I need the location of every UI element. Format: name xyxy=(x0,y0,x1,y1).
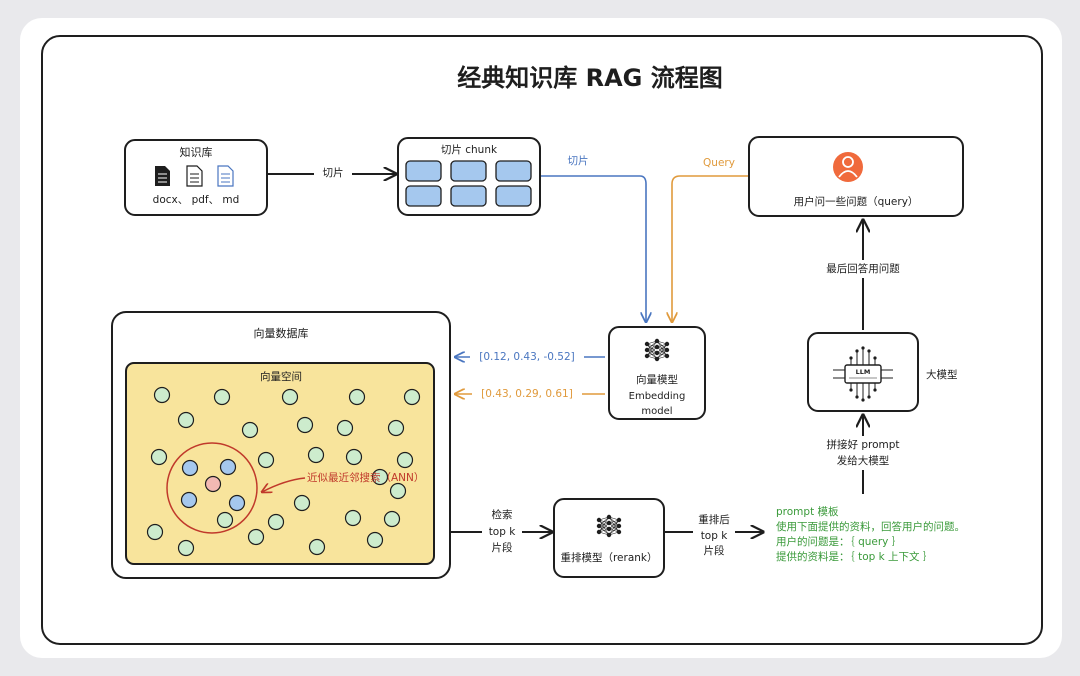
chunk-cell xyxy=(495,185,532,207)
vector-node xyxy=(345,448,363,466)
vector-node xyxy=(383,510,401,528)
vector-node xyxy=(216,511,234,529)
embedding-model-label: 向量模型 xyxy=(636,373,678,386)
rerank-model-label: 重排模型（rerank） xyxy=(560,551,657,564)
edge-label-chunk-to-embedding: 切片 xyxy=(568,154,589,167)
edge-label-rerank-to-prompt-1: 重排后 xyxy=(698,513,730,526)
vector-node-neighbor xyxy=(228,494,246,512)
vector-node xyxy=(296,416,314,434)
pdf-file-icon xyxy=(186,165,203,187)
llm-label: 大模型 xyxy=(926,368,958,381)
knowledge-base-formats: docx、 pdf、 md xyxy=(153,194,240,206)
ann-label: 近似最近邻搜索（ANN） xyxy=(307,471,424,484)
edge-label-rerank-to-prompt-2: top k xyxy=(701,530,729,542)
embedding-model-sub1: Embedding xyxy=(629,391,686,402)
vector-node xyxy=(308,538,326,556)
vector-node-group xyxy=(146,386,421,557)
user-question-box: 用户问一些问题（query） xyxy=(748,136,964,217)
vector-node-neighbor xyxy=(181,459,199,477)
vector-space-area xyxy=(125,362,435,565)
vector-node-neighbor xyxy=(219,458,237,476)
user-avatar-icon xyxy=(833,152,863,182)
edge-label-prompt-to-llm-2: 发给大模型 xyxy=(837,454,890,467)
knowledge-base-label: 知识库 xyxy=(180,145,213,159)
arrow-chunk-to-embedding xyxy=(541,175,646,322)
vector-node xyxy=(389,482,407,500)
vector-database-box: 向量数据库 向量空间 近似最近邻搜索（ANN） xyxy=(111,311,451,579)
chunk-box: 切片 chunk xyxy=(397,137,541,216)
vector-node xyxy=(348,388,366,406)
vector-node xyxy=(281,388,299,406)
prompt-template-line-2: 用户的问题是：｛ query ｝ xyxy=(776,535,902,548)
vector-database-label: 向量数据库 xyxy=(254,326,309,340)
vector-node xyxy=(177,411,195,429)
ann-search-circle xyxy=(166,442,258,534)
chunk-cell-grid xyxy=(405,160,532,207)
vector-node xyxy=(257,451,275,469)
md-file-icon xyxy=(217,165,234,187)
arrow-query-to-embedding xyxy=(672,175,748,322)
vector-node xyxy=(293,494,311,512)
vector-node xyxy=(153,386,171,404)
vector-node xyxy=(403,388,421,406)
knowledge-base-box: 知识库 docx、 pdf、 md xyxy=(124,139,268,216)
ann-pointer-arrow xyxy=(262,477,306,492)
user-question-label: 用户问一些问题（query） xyxy=(794,195,919,208)
vector-node xyxy=(387,419,405,437)
chunk-cell xyxy=(450,160,487,182)
neural-network-icon xyxy=(644,338,670,362)
vector-node xyxy=(247,528,265,546)
prompt-template-title: prompt 模板 xyxy=(776,505,839,518)
vector-node xyxy=(213,388,231,406)
vector-node xyxy=(344,509,362,527)
docx-file-icon xyxy=(155,166,170,186)
vector-blue-value: [0.12, 0.43, -0.52] xyxy=(479,351,574,363)
llm-chip-icon: LLM xyxy=(833,346,893,402)
embedding-model-sub2: model xyxy=(641,406,672,417)
chunk-cell xyxy=(450,185,487,207)
vector-node xyxy=(267,513,285,531)
vector-node xyxy=(396,451,414,469)
vector-space-label: 向量空间 xyxy=(260,370,302,383)
edge-label-llm-to-user: 最后回答用问题 xyxy=(826,262,900,275)
neural-network-icon xyxy=(596,514,622,538)
vector-node xyxy=(146,523,164,541)
llm-chip-label: LLM xyxy=(856,368,871,376)
vector-node xyxy=(307,446,325,464)
vector-orange-value: [0.43, 0.29, 0.61] xyxy=(481,388,573,400)
rerank-model-box: 重排模型（rerank） xyxy=(553,498,665,578)
edge-label-kb-to-chunk: 切片 xyxy=(323,166,344,179)
edge-label-db-to-rerank-1: 检索 xyxy=(492,508,513,521)
llm-box: LLM xyxy=(807,332,919,412)
chunk-box-label: 切片 chunk xyxy=(441,143,498,156)
page-title: 经典知识库 RAG 流程图 xyxy=(457,64,722,92)
vector-node xyxy=(371,468,389,486)
edge-label-db-to-rerank-3: 片段 xyxy=(492,541,513,554)
embedding-model-box: 向量模型 Embedding model xyxy=(608,326,706,420)
prompt-template-line-1: 使用下面提供的资料，回答用户的问题。 xyxy=(776,520,965,533)
vector-node xyxy=(150,448,168,466)
vector-node xyxy=(241,421,259,439)
vector-node-query xyxy=(204,475,222,493)
prompt-template-line-3: 提供的资料是：｛ top k 上下文 ｝ xyxy=(776,550,933,563)
chunk-cell xyxy=(405,160,442,182)
prompt-template: prompt 模板 使用下面提供的资料，回答用户的问题。 用户的问题是：｛ qu… xyxy=(776,505,965,563)
chunk-cell xyxy=(495,160,532,182)
edge-label-db-to-rerank-2: top k xyxy=(489,526,517,538)
vector-node xyxy=(177,539,195,557)
edge-label-prompt-to-llm-1: 拼接好 prompt xyxy=(826,438,899,451)
vector-node-neighbor xyxy=(180,491,198,509)
edge-label-query-to-embedding: Query xyxy=(703,157,735,169)
vector-node xyxy=(366,531,384,549)
edge-label-rerank-to-prompt-3: 片段 xyxy=(704,544,725,557)
vector-node xyxy=(336,419,354,437)
chunk-cell xyxy=(405,185,442,207)
